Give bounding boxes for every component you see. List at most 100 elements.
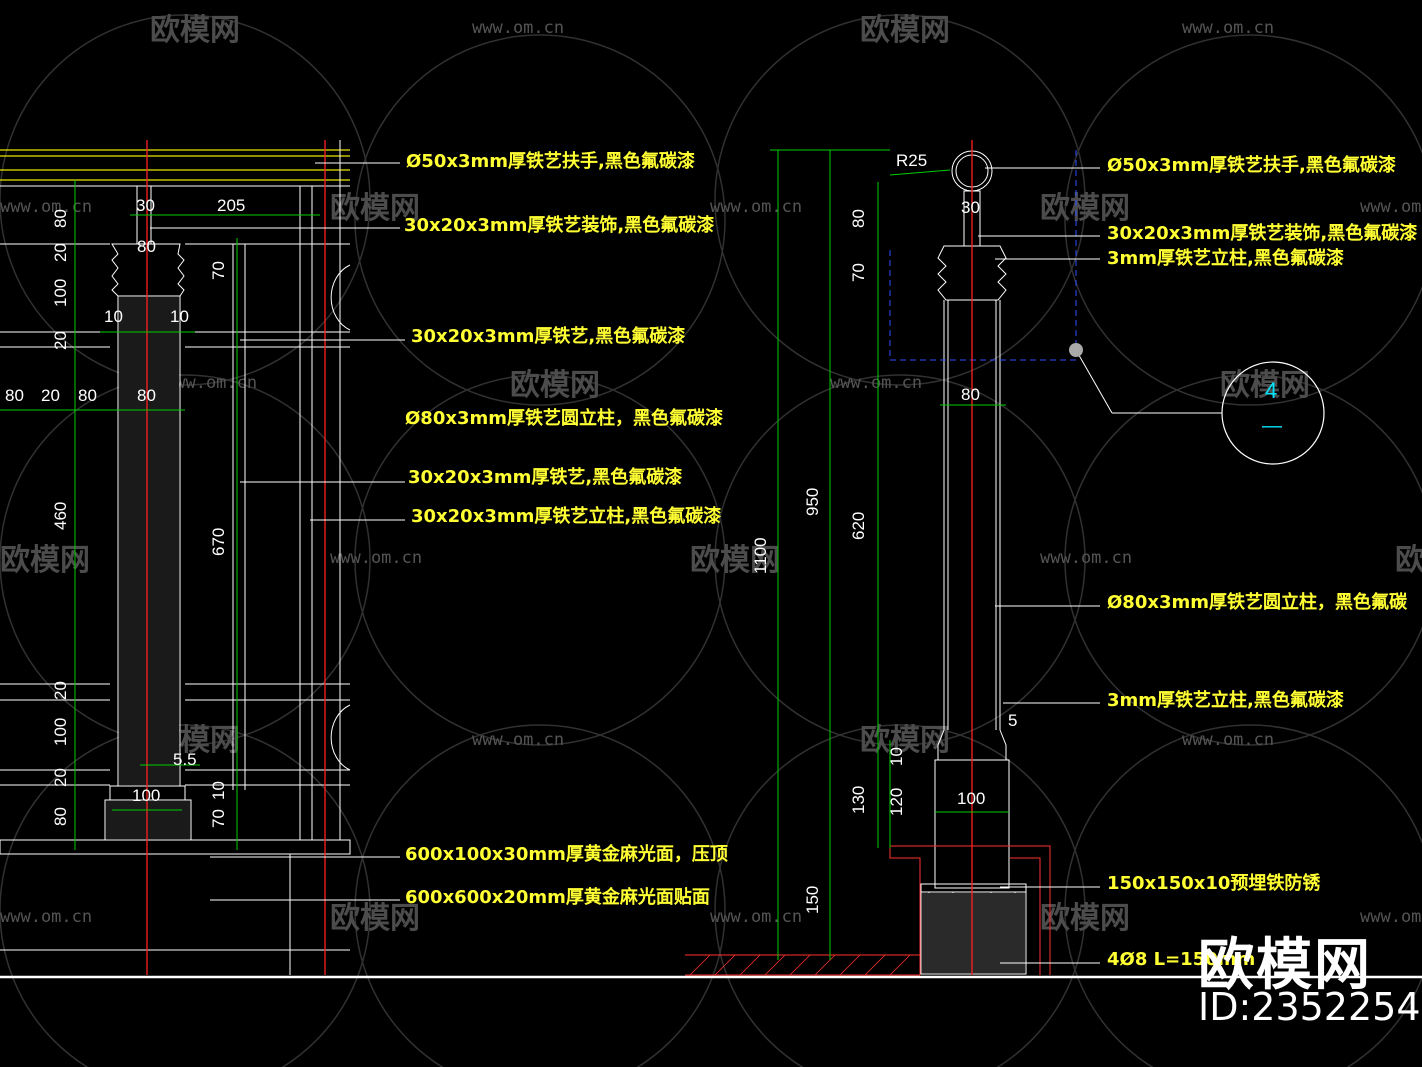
dim-20-v3: 20 <box>51 681 70 700</box>
dim-10-c: 10 <box>209 781 228 800</box>
note-left-coping: 600x100x30mm厚黄金麻光面，压顶 <box>405 844 728 865</box>
note-right-rebar: 4Ø8 L=150mm <box>1107 949 1256 970</box>
dimension-lines-right <box>770 149 1009 960</box>
watermark-url: www.om.cn <box>330 548 422 568</box>
dim-10-b: 10 <box>170 307 189 326</box>
watermark-logo: 欧模网 <box>1040 901 1130 936</box>
note-right-post-3mm-lower: 3mm厚铁艺立柱,黑色氟碳漆 <box>1107 690 1344 711</box>
brand-logo: 欧模网 <box>1198 933 1372 998</box>
dim-5-5: 5.5 <box>173 750 197 769</box>
watermark-url: www.om.cn <box>830 373 922 393</box>
watermark-url: www.om.cn <box>472 18 564 38</box>
dim-80-top: 80 <box>137 237 156 256</box>
detail-box <box>889 150 1077 361</box>
watermark-logo: 欧模网 <box>860 723 950 758</box>
left-elevation[interactable]: 30 205 80 80 20 100 70 10 10 20 80 20 80… <box>0 140 405 975</box>
watermark-logo: 欧模网 <box>330 191 420 226</box>
dim-80-v-right: 80 <box>849 209 868 228</box>
note-right-round-post: Ø80x3mm厚铁艺圆立柱，黑色氟碳 <box>1107 592 1407 613</box>
watermark-url: www.om.cn <box>1040 548 1132 568</box>
watermark-layer: 欧模网 欧模网 欧模网 欧模网 欧模网 欧模网 欧模网 欧模网 欧模网 欧模网 … <box>0 13 1422 1067</box>
note-left-round-post: Ø80x3mm厚铁艺圆立柱，黑色氟碳漆 <box>405 408 723 429</box>
dim-620: 620 <box>849 512 868 540</box>
dim-130: 130 <box>849 786 868 814</box>
dim-20-v1: 20 <box>51 243 70 262</box>
dim-80-h-right: 80 <box>961 385 980 404</box>
centerlines <box>146 140 326 975</box>
coping-outline <box>685 845 1051 976</box>
dim-150: 150 <box>803 886 822 914</box>
dim-80-h2: 80 <box>78 386 97 405</box>
watermark-logo: 欧模网 <box>0 543 90 578</box>
note-right-handrail: Ø50x3mm厚铁艺扶手,黑色氟碳漆 <box>1107 155 1396 176</box>
dim-5-right: 5 <box>1008 711 1017 730</box>
watermark-url: www.om.cn <box>1182 730 1274 750</box>
watermark-url: www.om.cn <box>472 730 564 750</box>
rail-frame <box>0 140 351 975</box>
dim-20-v2: 20 <box>51 331 70 350</box>
base-texture <box>106 801 190 839</box>
dim-670: 670 <box>209 528 228 556</box>
dim-80-v2: 80 <box>51 807 70 826</box>
dim-70-v1: 70 <box>209 261 228 280</box>
dim-460: 460 <box>51 502 70 530</box>
dim-1100: 1100 <box>751 537 770 574</box>
note-left-handrail: Ø50x3mm厚铁艺扶手,黑色氟碳漆 <box>406 151 695 172</box>
dim-30: 30 <box>136 196 155 215</box>
concrete-hatch <box>922 893 1025 973</box>
note-left-decor: 30x20x3mm厚铁艺装饰,黑色氟碳漆 <box>404 215 715 236</box>
watermark-logo: 欧模网 <box>860 13 950 48</box>
dim-20-v4: 20 <box>51 768 70 787</box>
watermark-logo: 欧模网 <box>1040 191 1130 226</box>
section-subline: — <box>1262 415 1282 437</box>
right-section[interactable]: 4 — R25 30 80 70 80 950 1100 620 5 10 13… <box>685 140 1325 976</box>
watermark-url: www.om.cn <box>0 197 92 217</box>
watermark-url: www.om.cn <box>0 907 92 927</box>
note-left-cladding: 600x600x20mm厚黄金麻光面贴面 <box>405 887 710 908</box>
dim-120: 120 <box>887 788 906 816</box>
dim-r25: R25 <box>896 151 927 170</box>
watermark-logo: 欧模网 <box>1220 368 1310 403</box>
dim-100-v2: 100 <box>51 718 70 746</box>
dim-100-right: 100 <box>957 789 985 808</box>
section-marker[interactable]: 4 — <box>1221 361 1325 465</box>
watermark-logo: 欧模网 <box>150 13 240 48</box>
handrail-top <box>0 149 350 181</box>
watermark-url: www.om.cn <box>1360 907 1422 927</box>
dim-80-v1: 80 <box>51 209 70 228</box>
dim-10-a: 10 <box>104 307 123 326</box>
note-right-post-3mm: 3mm厚铁艺立柱,黑色氟碳漆 <box>1107 248 1344 269</box>
post-texture <box>119 297 179 785</box>
brand-id: ID:2352254 <box>1198 985 1421 1029</box>
watermark-url: www.om.cn <box>1360 197 1422 217</box>
watermark-logo: 欧模网 <box>690 543 780 578</box>
dim-80-h1: 80 <box>5 386 24 405</box>
dim-20-h1: 20 <box>41 386 60 405</box>
dim-100-base: 100 <box>132 786 160 805</box>
section-number: 4 <box>1265 378 1277 403</box>
ground-hatch <box>689 954 911 976</box>
dim-30-right: 30 <box>961 198 980 217</box>
watermark-logo: 欧模网 <box>510 368 600 403</box>
dim-80-h3: 80 <box>137 386 156 405</box>
note-right-embed-plate: 150x150x10预埋铁防锈 <box>1107 873 1321 894</box>
dim-10-right: 10 <box>887 747 906 766</box>
dim-70-v-right: 70 <box>849 263 868 282</box>
dim-70-v2: 70 <box>209 809 228 828</box>
watermark-url: www.om.cn <box>710 197 802 217</box>
note-left-iron-post: 30x20x3mm厚铁艺立柱,黑色氟碳漆 <box>411 506 722 527</box>
watermark-logo: 欧模网 <box>330 901 420 936</box>
dim-950: 950 <box>803 488 822 516</box>
note-left-iron-2: 30x20x3mm厚铁艺,黑色氟碳漆 <box>408 467 683 488</box>
dimension-lines-left <box>0 180 320 850</box>
note-left-iron-1: 30x20x3mm厚铁艺,黑色氟碳漆 <box>411 326 686 347</box>
watermark-url: www.om.cn <box>1182 18 1274 38</box>
leader-lines-right <box>978 167 1222 964</box>
section-outline <box>920 150 1027 975</box>
leader-lines-left <box>150 162 405 901</box>
leader-dot <box>1069 343 1083 357</box>
watermark-logo: 欧模网 <box>1395 543 1422 578</box>
dim-205: 205 <box>217 196 245 215</box>
dim-100-v1: 100 <box>51 279 70 307</box>
